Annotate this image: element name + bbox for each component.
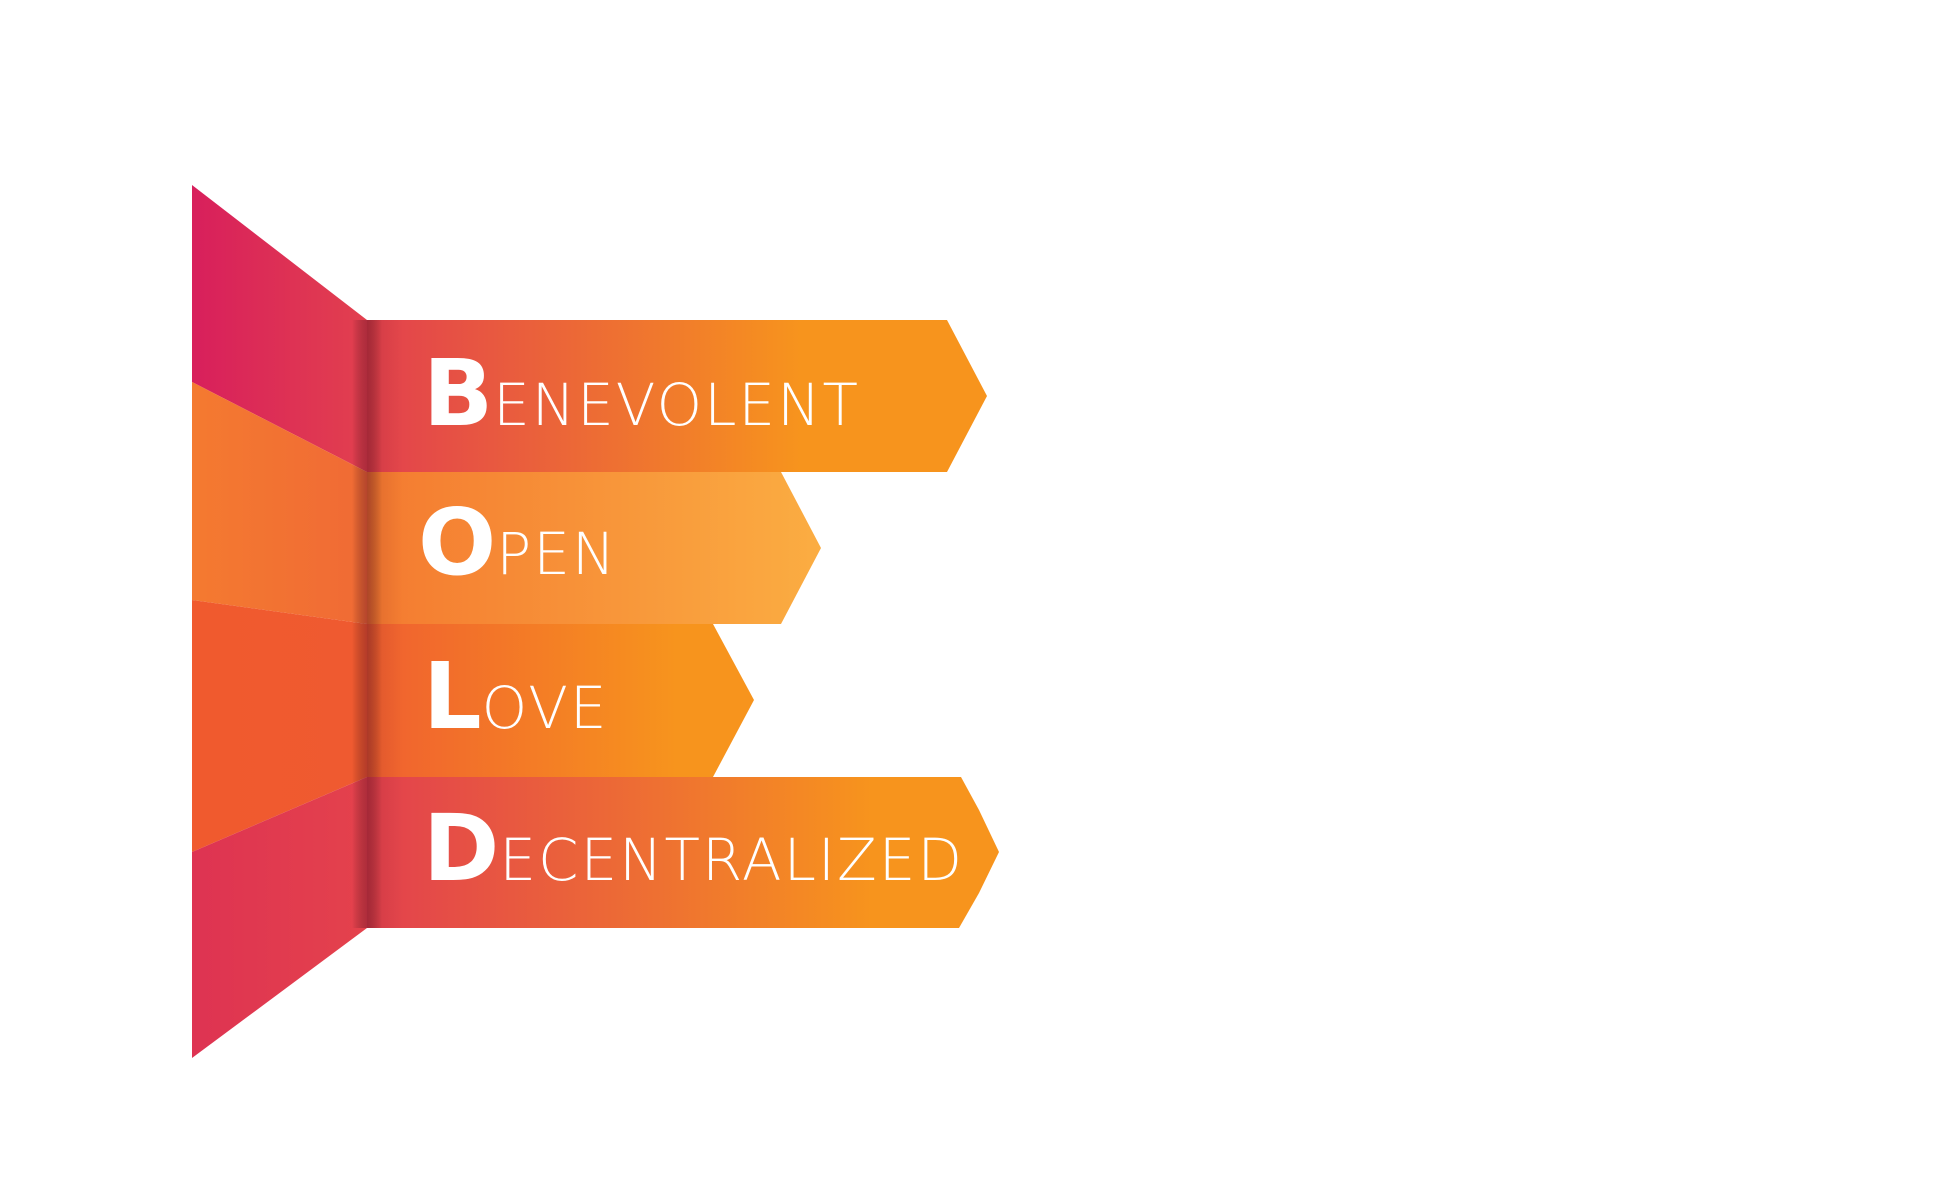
- arrow-row-2: [367, 472, 821, 624]
- fold-segment-4: [192, 777, 367, 1058]
- fold-segment-1: [192, 185, 367, 472]
- row-word-rest: OVE: [482, 674, 609, 742]
- arrow-banner: [367, 777, 999, 928]
- row-label-1: BENEVOLENT: [423, 340, 860, 447]
- arrow-row-1: [367, 320, 987, 472]
- row-initial: L: [423, 643, 482, 750]
- arrow-row-4: [367, 777, 999, 928]
- fold-shadow: [367, 320, 403, 928]
- arrow-row-3: [367, 624, 754, 777]
- row-label-3: LOVE: [423, 643, 609, 750]
- left-fold-panel: [192, 185, 367, 1058]
- row-initial: B: [423, 340, 493, 447]
- row-initial: O: [418, 489, 496, 596]
- row-label-4: DECENTRALIZED: [423, 795, 964, 902]
- row-word-rest: PEN: [496, 520, 617, 588]
- row-word-rest: ECENTRALIZED: [499, 826, 964, 894]
- row-label-2: OPEN: [418, 489, 617, 596]
- arrow-banner: [367, 624, 754, 777]
- arrow-banner: [367, 472, 821, 624]
- row-word-rest: ENEVOLENT: [493, 371, 860, 439]
- fold-segment-3: [192, 600, 367, 852]
- fold-segment-2: [192, 382, 367, 624]
- arrow-banner: [367, 320, 987, 472]
- row-initial: D: [423, 795, 499, 902]
